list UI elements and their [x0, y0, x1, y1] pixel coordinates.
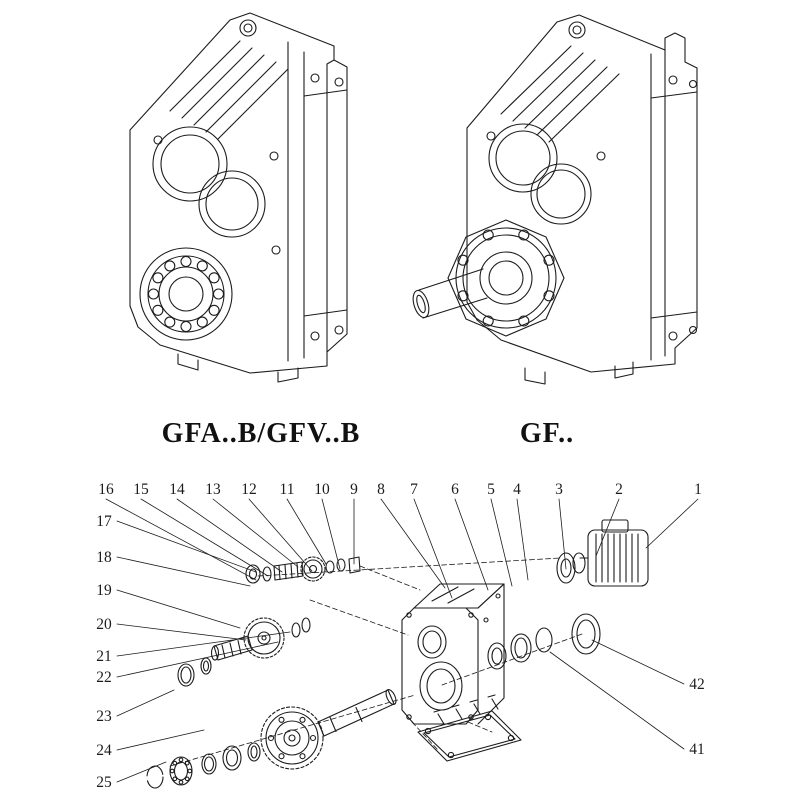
- callout-1: 1: [694, 481, 702, 498]
- exploded-parts-diagram: 16 15 14 13 12 11 10 9 8 7 6 5 4 3 2 1 1…: [96, 481, 705, 791]
- callout-42: 42: [689, 676, 705, 693]
- output-side-seals: [487, 613, 601, 670]
- gearbox-drawing-gfab: [129, 12, 348, 383]
- assembly-axis-lines: [169, 557, 583, 767]
- callout-2: 2: [615, 481, 623, 498]
- callout-20: 20: [96, 616, 112, 633]
- callout-25: 25: [96, 774, 112, 791]
- input-shaft-parts: [245, 556, 361, 584]
- motor-assembly: [556, 519, 649, 587]
- gearbox-housing: [401, 583, 505, 725]
- callout-12: 12: [241, 481, 257, 498]
- callout-41: 41: [689, 741, 705, 758]
- callout-8: 8: [377, 481, 385, 498]
- callout-4: 4: [513, 481, 521, 498]
- callout-7: 7: [410, 481, 418, 498]
- callout-24: 24: [96, 742, 112, 759]
- callout-6: 6: [451, 481, 459, 498]
- callout-3: 3: [555, 481, 563, 498]
- callout-19: 19: [96, 582, 112, 599]
- gearbox-gfab-lines: [129, 12, 348, 383]
- callout-18: 18: [96, 549, 112, 566]
- callout-23: 23: [96, 708, 112, 725]
- mounting-plate-parts: [417, 694, 522, 762]
- callout-15: 15: [133, 481, 149, 498]
- callout-11: 11: [280, 481, 295, 498]
- callout-22: 22: [96, 669, 112, 686]
- callout-leader-lines: [105, 498, 699, 783]
- gearbox-gf-lines: [412, 14, 698, 385]
- callout-13: 13: [205, 481, 221, 498]
- callout-14: 14: [169, 481, 185, 498]
- model-label-gfab: GFA..B/GFV..B: [161, 418, 361, 449]
- intermediate-gear-parts: [177, 617, 311, 687]
- output-gear-parts: [146, 689, 397, 789]
- callout-9: 9: [350, 481, 358, 498]
- callout-numbers: 16 15 14 13 12 11 10 9 8 7 6 5 4 3 2 1 1…: [96, 481, 705, 791]
- gearbox-drawing-gf: [412, 14, 698, 385]
- callout-16: 16: [98, 481, 114, 498]
- callout-10: 10: [314, 481, 330, 498]
- callout-17: 17: [96, 513, 112, 530]
- callout-21: 21: [96, 648, 112, 665]
- callout-5: 5: [487, 481, 495, 498]
- model-label-gf: GF..: [519, 418, 575, 449]
